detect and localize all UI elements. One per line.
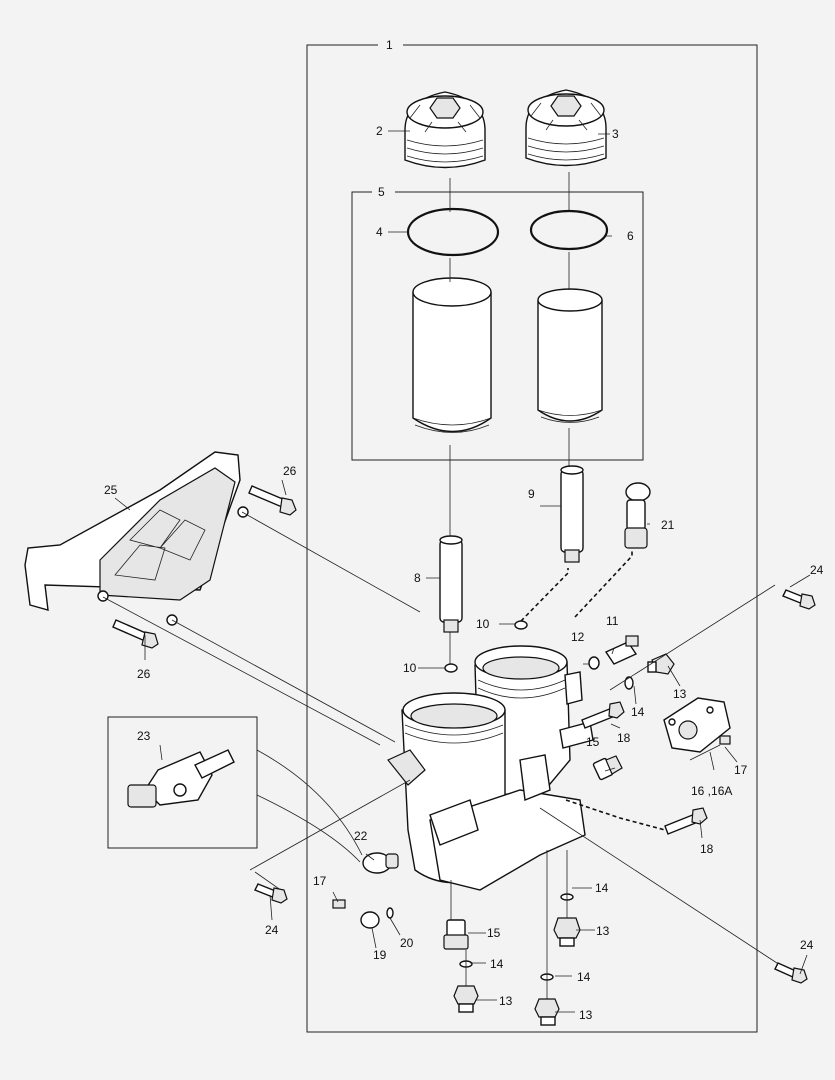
standpipe-right: [560, 465, 584, 563]
callout-24-bottom-right: 24: [800, 938, 814, 952]
callout-2: 2: [376, 124, 383, 138]
callout-9: 9: [528, 487, 535, 501]
filter-kit-frame: [351, 191, 644, 461]
bolt-18-path: [565, 799, 666, 831]
sensor-11: [604, 635, 639, 665]
o-ring-small: [529, 209, 609, 251]
fitting-15-bottom: [443, 919, 469, 950]
callout-17-right: 17: [734, 763, 748, 777]
callout-21: 21: [661, 518, 675, 532]
callout-11: 11: [606, 614, 619, 628]
callout-15-a: 15: [586, 735, 600, 749]
callout-18-lower: 18: [700, 842, 714, 856]
mounting-bracket: [24, 451, 249, 626]
check-valve: [624, 482, 651, 549]
plug-13-b: [453, 985, 479, 1013]
callout-8: 8: [414, 571, 421, 585]
callout-13-c: 13: [499, 994, 513, 1008]
callout-13-d: 13: [579, 1008, 593, 1022]
plug-13-a: [647, 653, 675, 675]
callout-22: 22: [354, 829, 368, 843]
filter-housing: [387, 645, 594, 891]
filter-cap-right: [525, 89, 607, 167]
callout-17-left: 17: [313, 874, 327, 888]
connector-inset-frame: [107, 716, 258, 849]
connector-22: [362, 852, 399, 874]
bolt-24-bottom-right: [774, 962, 808, 984]
callout-16: 16 ,16A: [691, 784, 732, 798]
seal-ring-10-upper: [514, 620, 528, 630]
callout-3: 3: [612, 127, 619, 141]
callout-26-upper: 26: [283, 464, 297, 478]
plug-13-c: [553, 917, 581, 947]
callout-24-top-right: 24: [810, 563, 824, 577]
filter-cap-left: [404, 91, 486, 169]
bracket-bolt-lower: [112, 619, 159, 649]
bolt-18-lower: [664, 807, 708, 835]
callout-19: 19: [373, 948, 387, 962]
callout-14-d: 14: [577, 970, 591, 984]
bolt-24-left: [254, 883, 288, 904]
callout-12: 12: [571, 630, 585, 644]
callout-14-a: 14: [631, 705, 645, 719]
callout-10-lower: 10: [403, 661, 417, 675]
bolt-18-upper: [581, 701, 625, 729]
callout-15-b: 15: [487, 926, 501, 940]
washer-14-a: [624, 676, 634, 690]
callout-18-upper: 18: [617, 731, 631, 745]
screw-17-right: [719, 735, 731, 745]
callout-13-a: 13: [673, 687, 687, 701]
bolt-24-top-right: [782, 589, 816, 610]
fitting-15-right: [592, 755, 623, 781]
standpipe-left: [439, 535, 463, 633]
bracket-bolt-upper: [248, 485, 297, 516]
cap-19: [360, 911, 380, 929]
callout-4: 4: [376, 225, 383, 239]
callout-13-b: 13: [596, 924, 610, 938]
callout-14-b: 14: [595, 881, 609, 895]
screw-17-left: [332, 899, 346, 909]
o-ring-large: [406, 207, 500, 257]
plug-13-d: [534, 998, 560, 1026]
callout-23: 23: [137, 729, 151, 743]
filter-element-right: [537, 288, 603, 423]
seal-ring-12: [588, 656, 600, 670]
callout-6: 6: [627, 229, 634, 243]
callout-14-c: 14: [490, 957, 504, 971]
callout-26-lower: 26: [137, 667, 151, 681]
wiring-connector-23: [127, 749, 235, 808]
callout-25: 25: [104, 483, 118, 497]
assembly-frame: [306, 44, 758, 1033]
callout-5: 5: [378, 185, 385, 199]
pressure-sensor-16: [663, 697, 731, 753]
filter-element-left: [412, 277, 492, 433]
callout-20: 20: [400, 936, 414, 950]
washer-20: [386, 907, 394, 919]
callout-24-left: 24: [265, 923, 279, 937]
callout-1: 1: [386, 38, 393, 52]
seal-ring-10-lower: [444, 663, 458, 673]
callout-10-upper: 10: [476, 617, 490, 631]
